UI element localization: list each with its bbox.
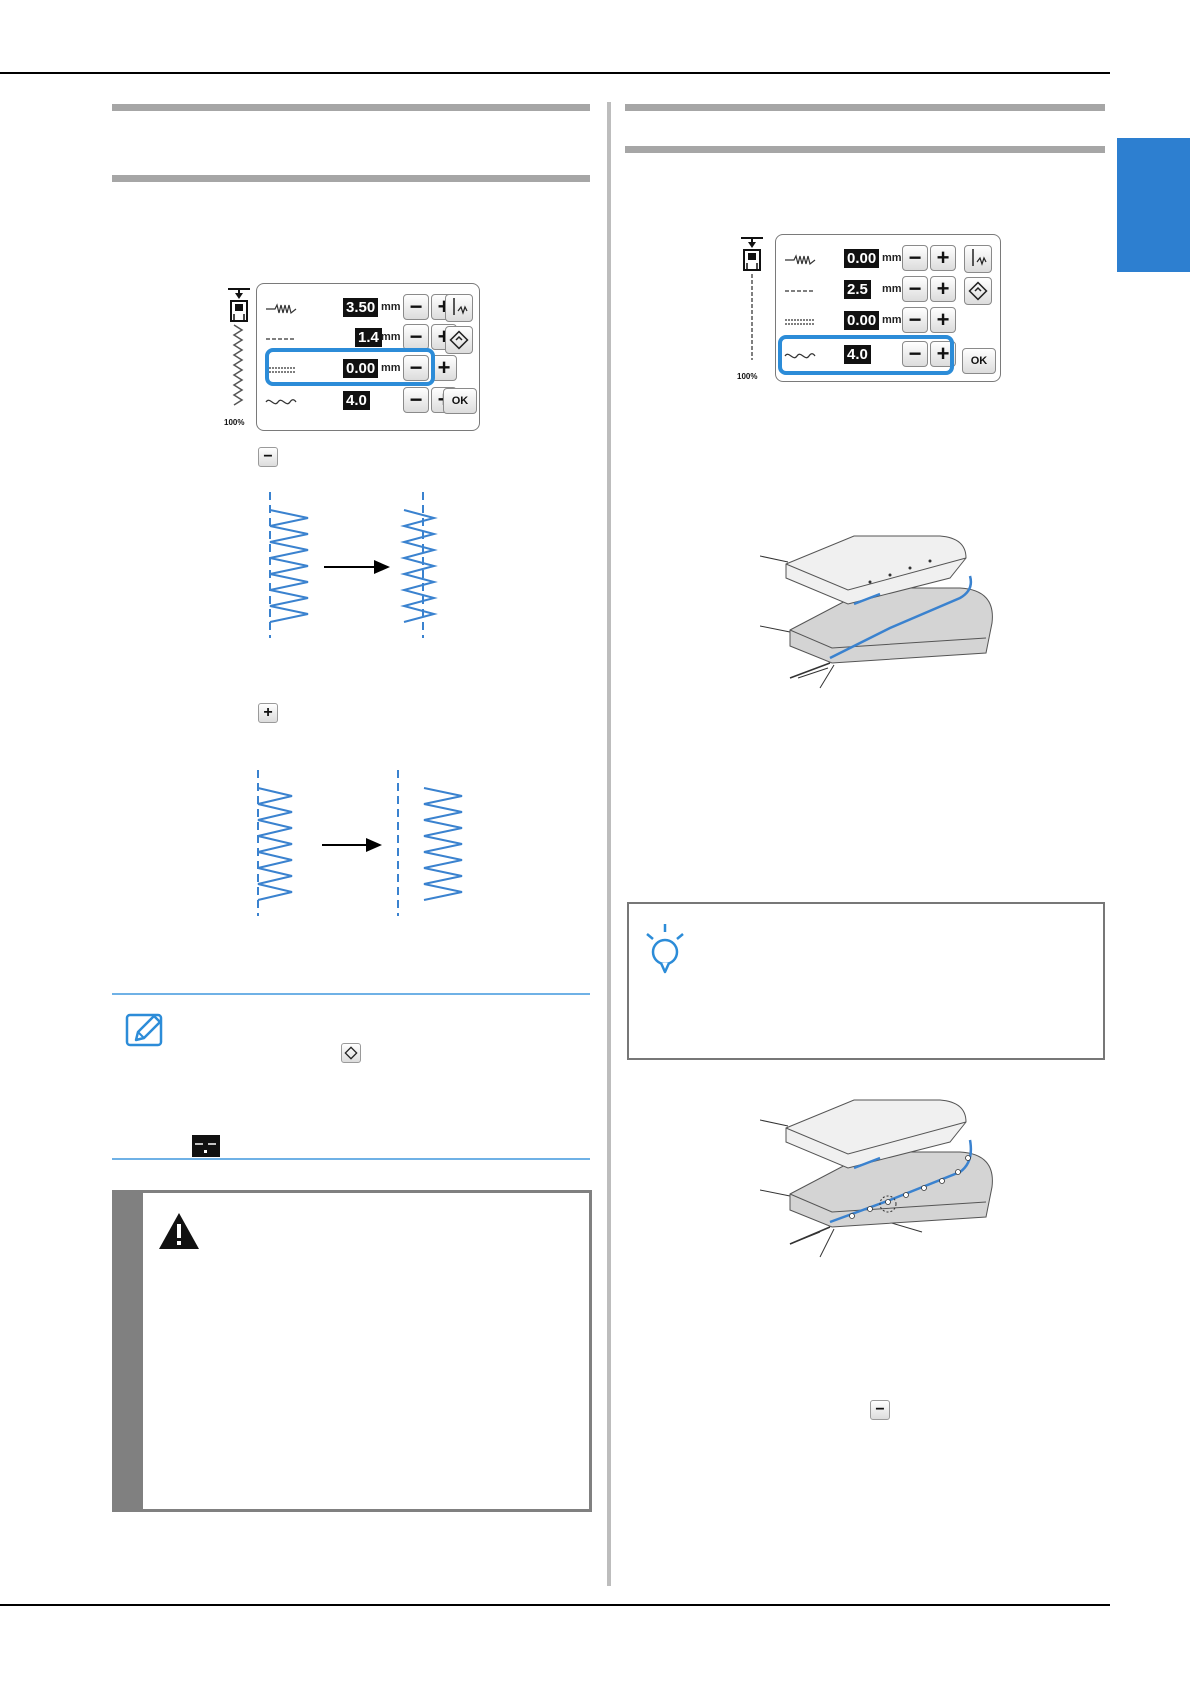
width-plus-button[interactable]: + — [930, 245, 956, 271]
needle-right-diagram — [257, 770, 463, 916]
needle-position-unit: mm — [882, 314, 902, 326]
inline-minus-button-bottom[interactable]: − — [870, 1400, 890, 1420]
highlight-tension-row — [778, 335, 954, 375]
width-minus-button[interactable]: − — [403, 294, 429, 320]
caution-sidebar — [115, 1193, 143, 1509]
width-value: 3.50 — [343, 298, 379, 317]
needle-position-icon — [785, 319, 815, 325]
needle-position-row: 0.00 mm − + — [257, 355, 479, 385]
needle-position-icon — [266, 367, 296, 373]
reset-button[interactable] — [964, 277, 992, 305]
fabric-tension-illustration-2 — [760, 1099, 993, 1258]
reset-diamond-icon — [968, 281, 988, 301]
length-plus-button[interactable]: + — [930, 276, 956, 302]
width-row: 0.00 mm − + — [776, 245, 1000, 275]
note-box — [627, 902, 1105, 1060]
length-value: 2.5 — [844, 280, 871, 299]
needle-mode-button[interactable] — [445, 294, 473, 322]
tension-minus-button[interactable]: − — [403, 387, 429, 413]
reset-diamond-icon — [344, 1046, 358, 1060]
inline-plus-button[interactable]: + — [258, 703, 278, 723]
right-heading-bar-top — [625, 104, 1105, 111]
settings-panel: 3.50 mm − + 1.4 mm − + 0.00 mm − + 4.0 −… — [256, 283, 480, 431]
needle-icon — [972, 249, 987, 266]
reset-button[interactable] — [445, 326, 473, 354]
needle-position-plus-button[interactable]: + — [930, 307, 956, 333]
ok-button[interactable]: OK — [443, 388, 477, 414]
memo-bottom-rule — [112, 1158, 590, 1160]
memo-value-display-icon — [192, 1135, 220, 1157]
settings-panel: 0.00 mm − + 2.5 mm − + 0.00 mm − + 4.0 −… — [775, 234, 1001, 382]
memo-top-rule — [112, 993, 590, 995]
presser-foot-preview-icon — [228, 288, 250, 406]
needle-position-row: 0.00 mm − + — [776, 307, 1000, 337]
needle-mode-button[interactable] — [964, 245, 992, 273]
stitch-length-icon — [785, 290, 815, 292]
bottom-rule — [0, 1604, 1110, 1606]
length-unit: mm — [882, 283, 902, 295]
length-minus-button[interactable]: − — [902, 276, 928, 302]
right-heading-bar-bottom — [625, 146, 1105, 153]
memo-reset-button[interactable] — [341, 1043, 361, 1063]
chapter-tab[interactable] — [1117, 138, 1190, 272]
stitch-length-icon — [266, 338, 296, 340]
needle-position-minus-button[interactable]: − — [902, 307, 928, 333]
needle-position-unit: mm — [381, 362, 401, 374]
needle-left-diagram — [269, 492, 438, 638]
zoom-label: 100% — [737, 372, 758, 381]
lightbulb-note-icon — [646, 924, 684, 974]
width-unit: mm — [882, 252, 902, 264]
memo-pencil-icon — [125, 1013, 163, 1047]
tension-value: 4.0 — [844, 345, 871, 364]
inline-minus-button[interactable]: − — [258, 447, 278, 467]
zigzag-width-icon — [266, 303, 297, 315]
left-heading-bar-bottom — [112, 175, 590, 182]
length-row: 2.5 mm − + — [776, 276, 1000, 306]
needle-position-value: 0.00 — [844, 311, 880, 330]
tension-value: 4.0 — [343, 391, 370, 410]
thread-tension-icon — [265, 399, 297, 405]
length-minus-button[interactable]: − — [403, 324, 429, 350]
column-divider — [607, 102, 611, 1586]
needle-icon — [453, 298, 468, 315]
needle-position-value: 0.00 — [343, 359, 379, 378]
warning-triangle-icon — [159, 1213, 199, 1249]
width-minus-button[interactable]: − — [902, 245, 928, 271]
zoom-label: 100% — [224, 418, 245, 427]
reset-diamond-icon — [449, 330, 469, 350]
caution-box — [112, 1190, 592, 1512]
presser-foot-preview-icon — [741, 237, 763, 360]
highlight-needle-position-row — [265, 348, 435, 386]
top-rule — [0, 72, 1110, 74]
left-heading-bar-top — [112, 104, 590, 111]
length-value: 1.4 — [355, 328, 382, 347]
width-unit: mm — [381, 301, 401, 313]
needle-position-minus-button[interactable]: − — [403, 355, 429, 381]
zigzag-width-icon — [785, 254, 816, 266]
length-unit: mm — [381, 331, 401, 343]
ok-button[interactable]: OK — [962, 348, 996, 374]
right-settings-screen: 100% 0.00 mm − + 2.5 mm − + 0.00 mm − + … — [735, 232, 1001, 382]
width-value: 0.00 — [844, 249, 880, 268]
left-settings-screen: 100% 3.50 mm − + 1.4 mm − + 0.00 mm − + — [222, 283, 482, 433]
fabric-tension-illustration-1 — [760, 535, 993, 689]
thread-tension-icon — [784, 353, 816, 359]
tension-minus-button[interactable]: − — [902, 341, 928, 367]
